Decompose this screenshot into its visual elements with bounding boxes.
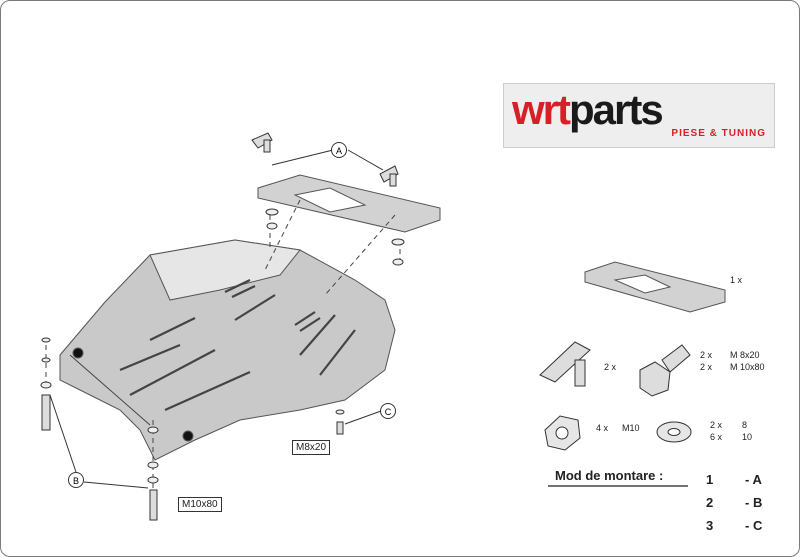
mounting-step-1-num: 1 [706,472,714,487]
washer-size-1: 8 [742,420,748,430]
washer-qty-2: 6 x [710,432,723,442]
spacer-parts [251,132,399,187]
mounting-step-1-letter: - A [745,472,762,487]
logo-brand-left: wrt [512,86,571,133]
brand-logo: wrtparts PIESE & TUNING [503,83,775,148]
part-bolt-drawing [639,344,691,397]
part-spacer-drawing [539,341,591,387]
mounting-step-3-letter: - C [745,518,763,533]
part-bracket-drawing [584,261,726,313]
nut-qty: 4 x [596,423,609,433]
callout-leaders [49,149,384,489]
mounting-step-2-num: 2 [706,495,714,510]
bracket-qty: 1 x [730,275,743,285]
part-washer-drawing [656,421,692,443]
spacer-qty: 2 x [604,362,617,372]
label-m8x20: M8x20 [292,440,331,455]
skid-plate [59,239,396,461]
mounting-step-3-num: 3 [706,518,714,533]
washer-qty-1: 2 x [710,420,723,430]
label-m10x80: M10x80 [178,497,222,512]
callout-c: C [380,403,396,419]
callout-b: B [68,472,84,488]
mounting-title: Mod de montare : [555,468,664,483]
bolt-size-1: M 8x20 [730,350,760,360]
bolt-size-2: M 10x80 [730,362,765,372]
part-nut-drawing [544,415,581,451]
callout-a: A [331,142,347,158]
logo-brand-right: parts [569,86,664,133]
bolt-qty-2: 2 x [700,362,713,372]
mounting-step-2-letter: - B [745,495,763,510]
nut-size: M10 [622,423,640,433]
long-bolts [41,394,344,521]
washer-stack [40,208,405,484]
logo-tagline: PIESE & TUNING [671,128,766,139]
top-bracket [257,174,441,233]
bolt-qty-1: 2 x [700,350,713,360]
washer-size-2: 10 [742,432,753,442]
